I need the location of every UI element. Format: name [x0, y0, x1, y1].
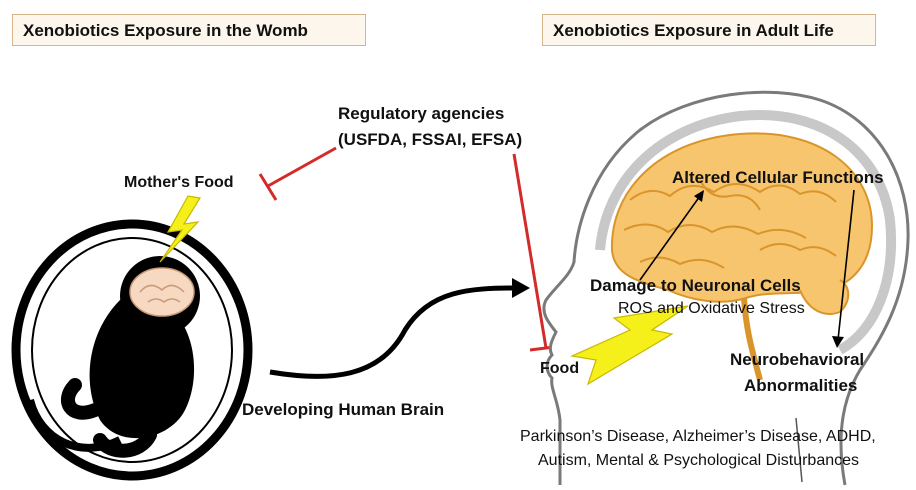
ros-stress-label: ROS and Oxidative Stress	[618, 300, 805, 318]
regulatory-label-line2: (USFDA, FSSAI, EFSA)	[338, 130, 522, 150]
regulatory-label-line1: Regulatory agencies	[338, 104, 504, 124]
neurobehavioral-label-line1: Neurobehavioral	[730, 350, 864, 370]
mothers-food-label: Mother's Food	[124, 174, 234, 192]
altered-functions-label: Altered Cellular Functions	[672, 168, 884, 188]
progression-arrow	[270, 278, 530, 376]
diseases-label-line2: Autism, Mental & Psychological Disturban…	[538, 452, 859, 470]
inhibitor-line-mothers-food	[260, 148, 336, 200]
diseases-label-line1: Parkinson’s Disease, Alzheimer’s Disease…	[520, 428, 876, 446]
neurobehavioral-label-line2: Abnormalities	[744, 376, 857, 396]
damage-neuronal-label: Damage to Neuronal Cells	[590, 276, 801, 296]
food-label: Food	[540, 360, 579, 378]
fetal-brain-icon	[130, 268, 194, 316]
developing-brain-label: Developing Human Brain	[242, 400, 444, 420]
fetus-icon	[16, 224, 248, 476]
